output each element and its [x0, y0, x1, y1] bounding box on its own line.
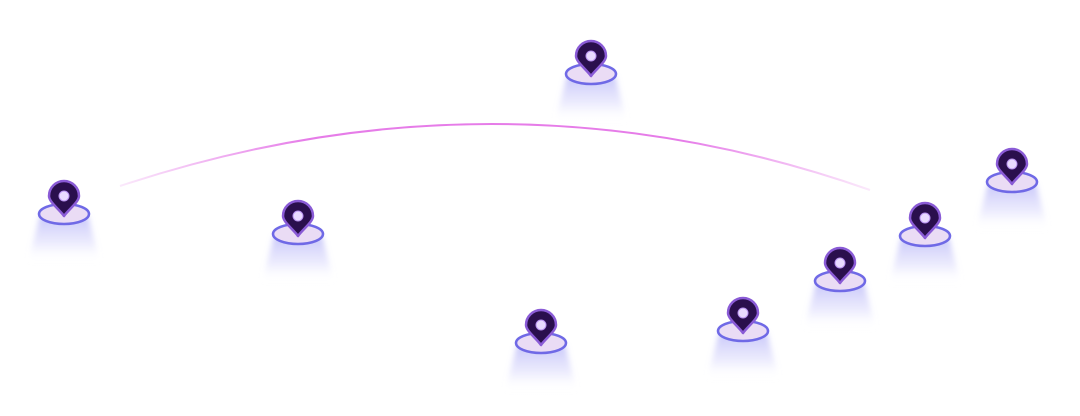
- pin-center-dot: [919, 212, 931, 224]
- pin-center-dot: [585, 50, 597, 62]
- glow-cone: [707, 333, 779, 379]
- pin-center-dot: [535, 319, 547, 331]
- location-marker: [804, 246, 876, 329]
- location-marker: [889, 201, 961, 284]
- pin-center-dot: [834, 257, 846, 269]
- location-marker: [28, 179, 100, 262]
- location-marker: [262, 199, 334, 282]
- pin-center-dot: [292, 210, 304, 222]
- connection-arc: [119, 123, 871, 191]
- glow-cone: [889, 238, 961, 284]
- pin-center-dot: [737, 307, 749, 319]
- location-marker: [976, 147, 1048, 230]
- glow-cone: [555, 76, 627, 122]
- glow-cone: [28, 216, 100, 262]
- glow-cone: [262, 236, 334, 282]
- location-marker: [505, 308, 577, 391]
- pin-center-dot: [58, 190, 70, 202]
- location-marker: [555, 39, 627, 122]
- pin-center-dot: [1006, 158, 1018, 170]
- glow-cone: [976, 184, 1048, 230]
- location-marker: [707, 296, 779, 379]
- markers-layer: [28, 39, 1048, 391]
- glow-cone: [505, 345, 577, 391]
- glow-cone: [804, 283, 876, 329]
